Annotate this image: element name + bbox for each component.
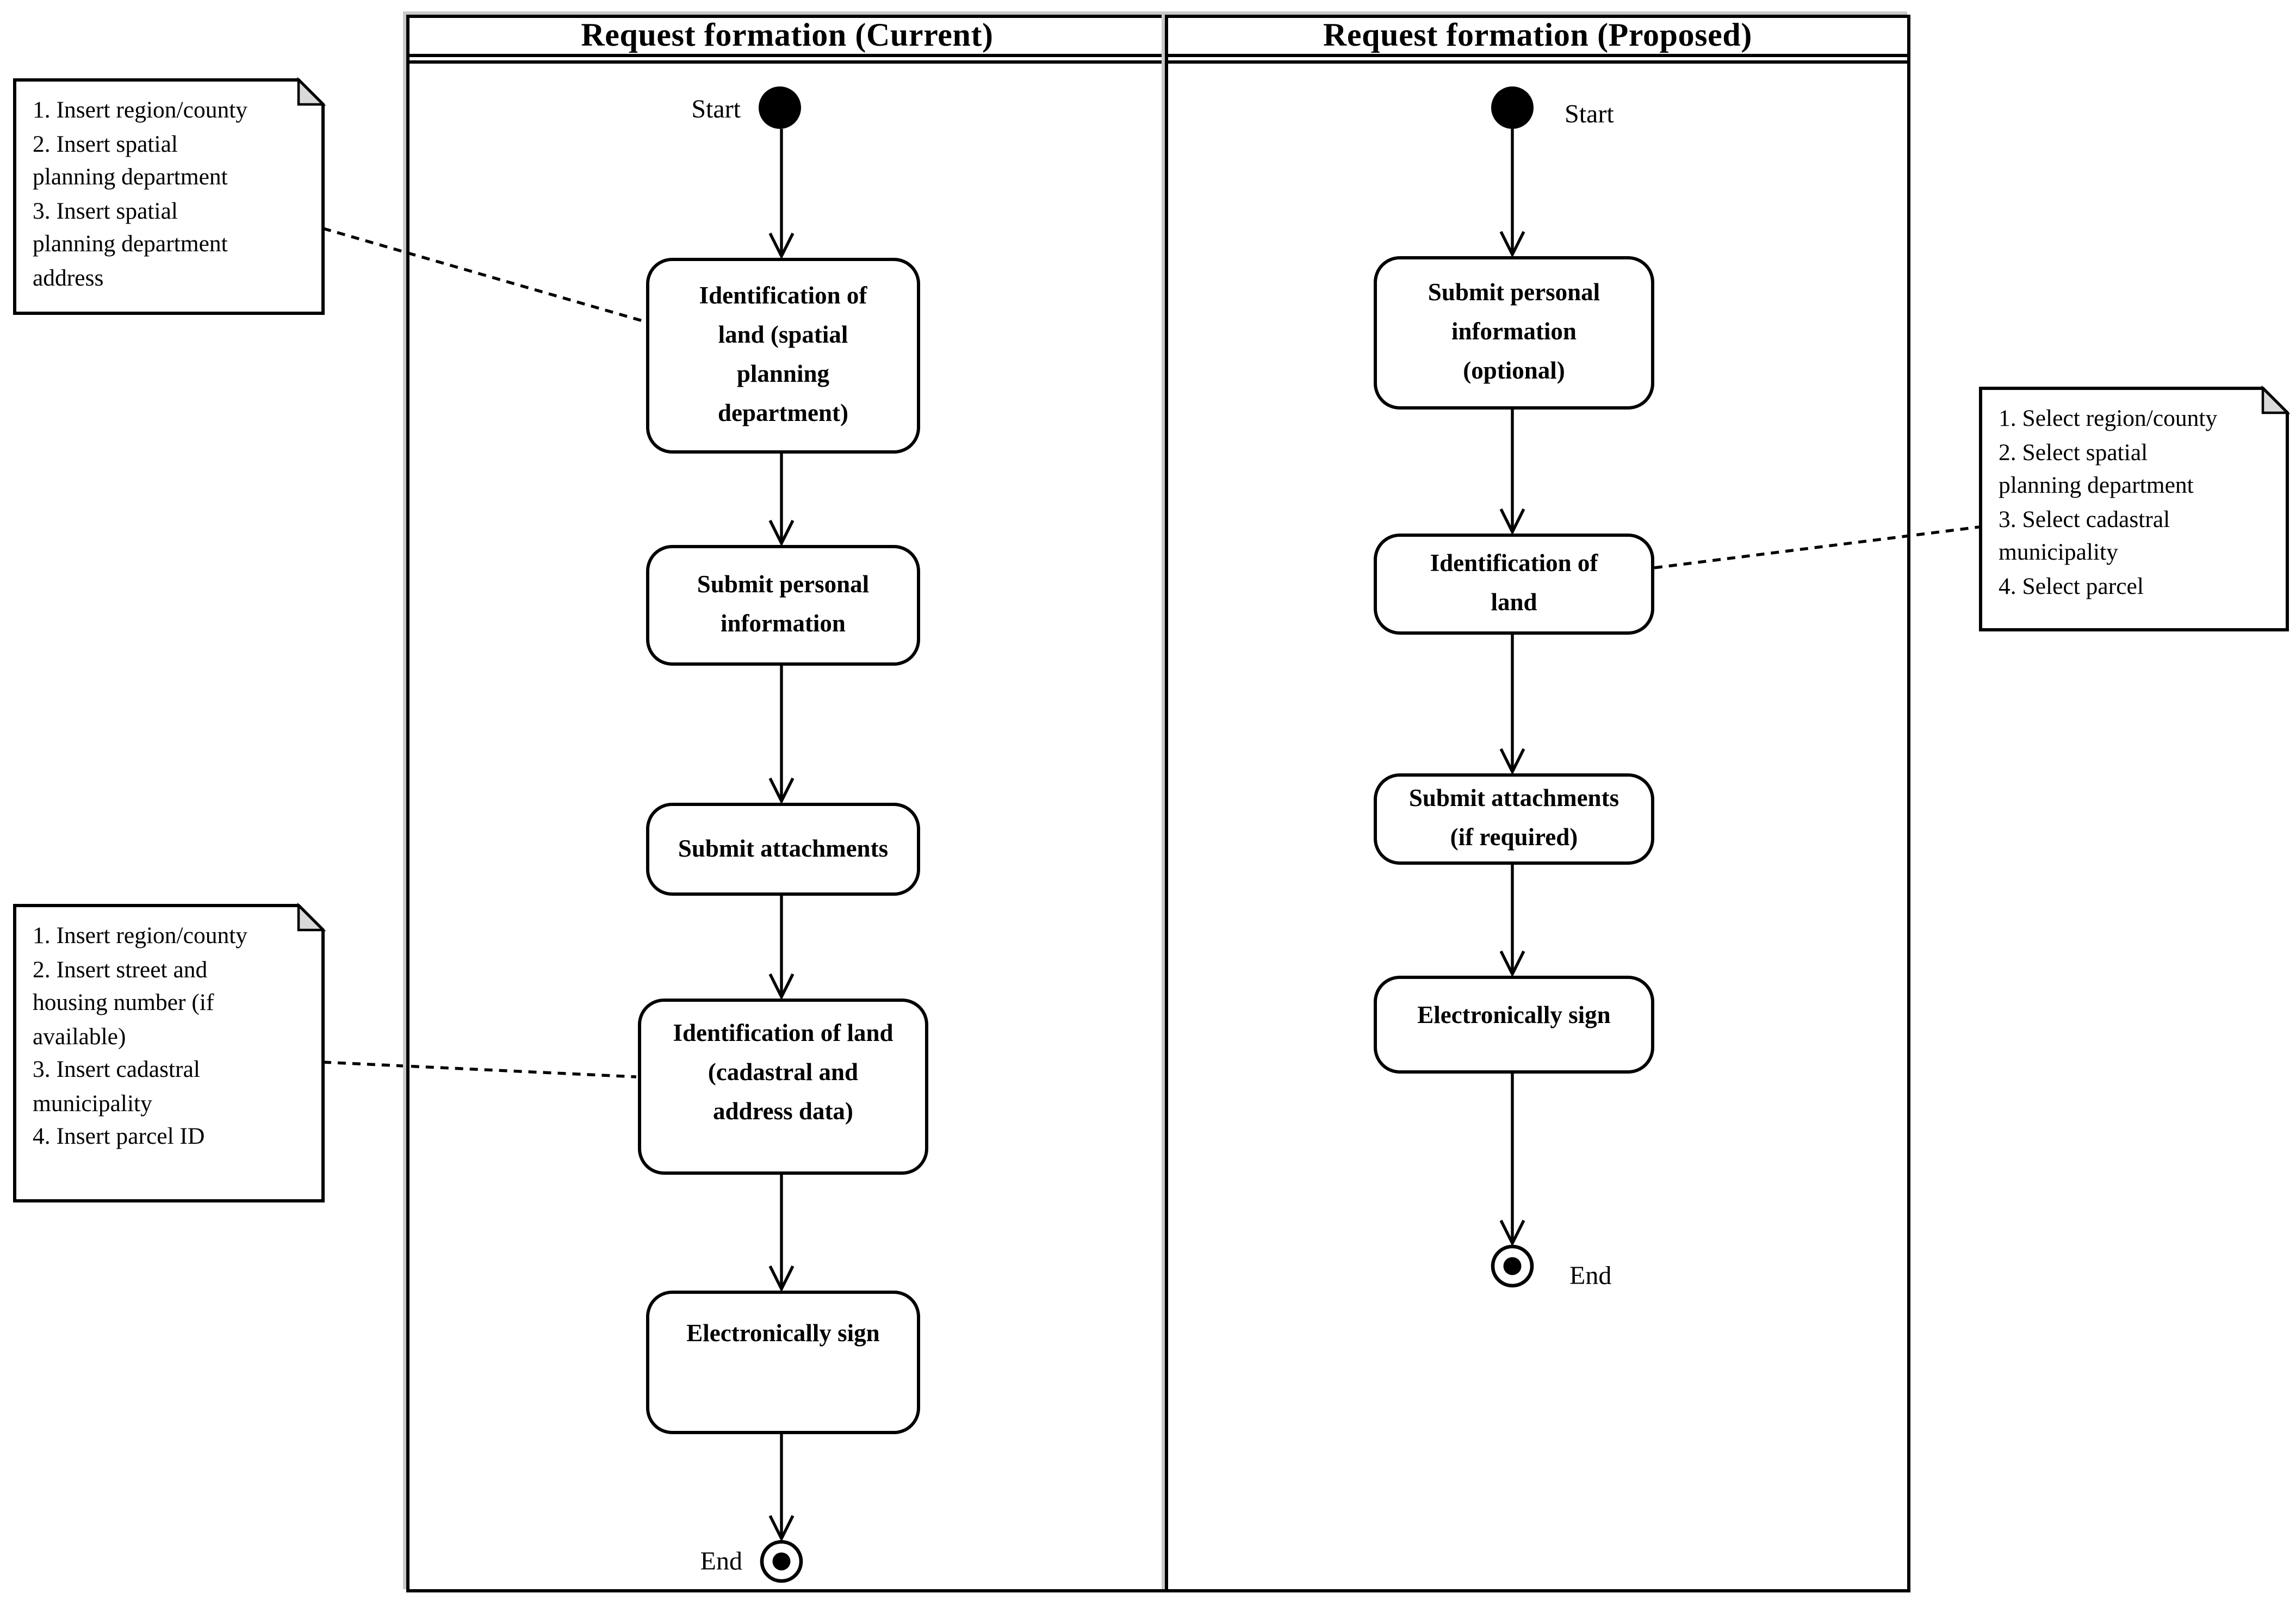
end-node-current-icon — [760, 1540, 803, 1583]
flow-arrows-current — [768, 129, 795, 1542]
end-label-proposed: End — [1569, 1263, 1612, 1291]
note-fold-icon — [297, 902, 326, 932]
note-connector-1 — [322, 227, 645, 323]
start-label-current: Start — [691, 96, 741, 124]
swimlane-proposed: Request formation (Proposed) — [1165, 15, 1910, 1592]
note-insert-spatial-planning: 1. Insert region/county 2. Insert spatia… — [33, 98, 248, 292]
note-shape-insert-cadastral — [13, 902, 326, 1202]
swimlane-title-current: Request formation (Current) — [581, 17, 994, 53]
note-fold-icon — [2261, 385, 2291, 414]
note-connector-3 — [1654, 525, 1979, 569]
note-shape-select-parcel — [1979, 385, 2291, 631]
activity-submit-attachments-proposed: Submit attachments (if required) — [1374, 773, 1654, 865]
activity-identification-of-land-spatial: Identification of land (spatial planning… — [646, 258, 920, 454]
start-label-proposed: Start — [1565, 101, 1614, 129]
end-label-current: End — [700, 1548, 742, 1576]
note-insert-cadastral-address: 1. Insert region/county 2. Insert street… — [33, 923, 248, 1150]
activity-identification-of-land-proposed: Identification of land — [1374, 534, 1654, 635]
activity-submit-personal-information-proposed: Submit personal information (optional) — [1374, 256, 1654, 410]
flow-arrows-proposed — [1499, 129, 1525, 1247]
note-shape-insert-spatial — [13, 77, 326, 315]
activity-electronically-sign-proposed: Electronically sign — [1374, 976, 1654, 1074]
swimlane-header-current: Request formation (Current) — [409, 17, 1165, 64]
activity-submit-attachments-current: Submit attachments — [646, 803, 920, 896]
start-node-proposed-icon — [1491, 86, 1534, 129]
activity-identification-of-land-cadastral: Identification of land (cadastral and ad… — [638, 999, 928, 1175]
activity-electronically-sign-current: Electronically sign — [646, 1291, 920, 1434]
swimlane-title-proposed: Request formation (Proposed) — [1323, 17, 1752, 53]
swimlane-header-proposed: Request formation (Proposed) — [1168, 17, 1907, 64]
end-node-proposed-icon — [1491, 1244, 1534, 1288]
activity-submit-personal-information-current: Submit personal information — [646, 545, 920, 666]
start-node-current-icon — [759, 86, 801, 129]
note-fold-icon — [297, 77, 326, 106]
note-select-parcel: 1. Select region/county 2. Select spatia… — [1999, 406, 2218, 600]
